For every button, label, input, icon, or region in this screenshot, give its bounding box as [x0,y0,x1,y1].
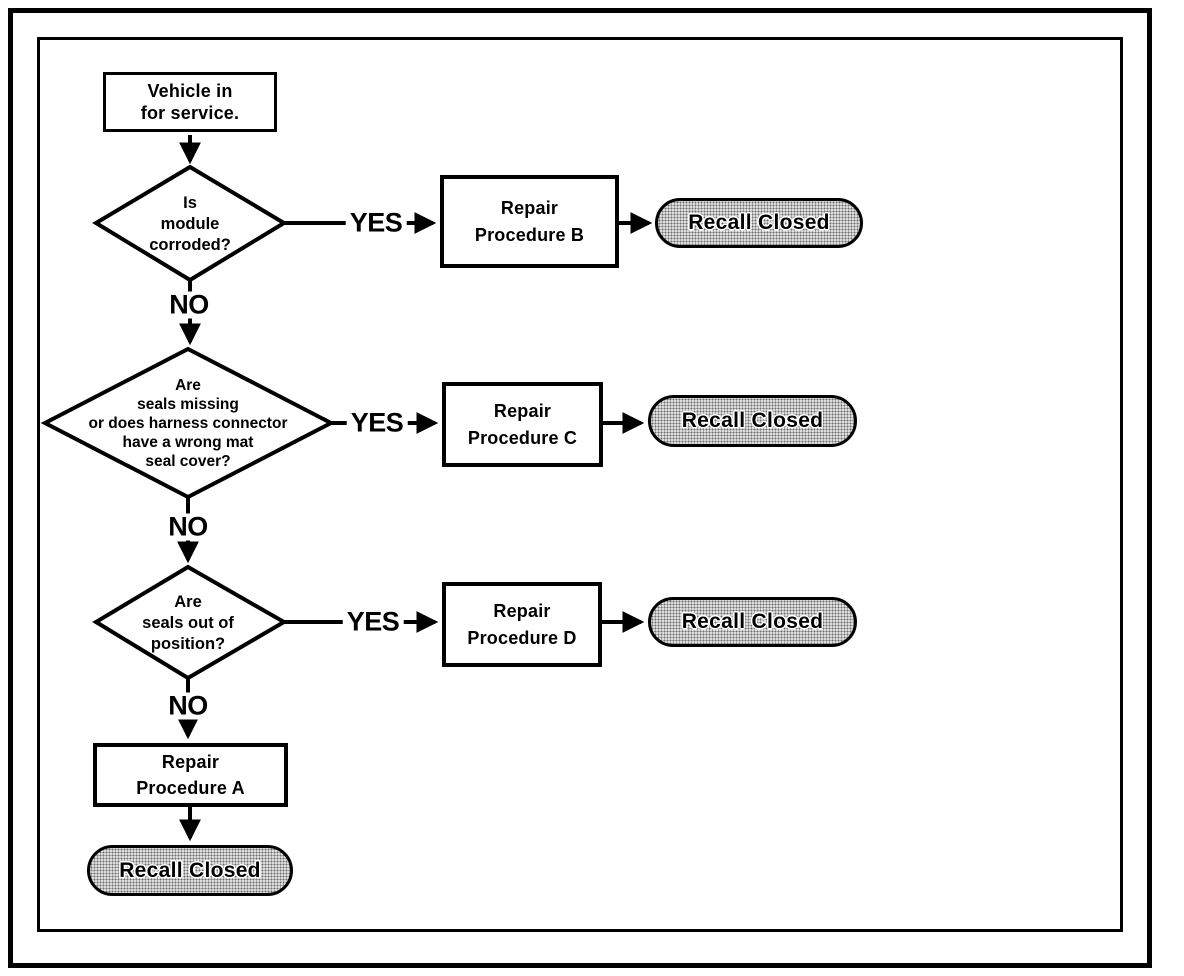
process-b-node: Repair Procedure B [440,175,619,268]
outer-frame [8,8,1152,968]
process-d-node: Repair Procedure D [442,582,602,667]
inner-frame [37,37,1123,932]
decision1-diamond [92,164,288,283]
decision1-no-label: NO [165,291,213,319]
decision2-label: Are seals missing or does harness connec… [88,376,288,470]
decision2-diamond [40,346,336,500]
terminal-a-node: Recall Closed [87,845,293,896]
decision1-yes-label: YES [345,209,407,237]
process-a-node: Repair Procedure A [93,743,288,807]
decision2-no-label: NO [164,513,212,541]
terminal-c-node: Recall Closed [648,395,857,447]
decision1-label: Is module corroded? [149,193,231,254]
start-node: Vehicle in for service. [103,72,277,132]
decision3-label: Are seals out of position? [142,592,234,653]
process-c-node: Repair Procedure C [442,382,603,467]
terminal-d-node: Recall Closed [648,597,857,647]
decision2-yes-label: YES [346,409,408,437]
decision3-diamond [92,564,288,681]
decision3-yes-label: YES [342,608,404,636]
decision3-no-label: NO [164,692,212,720]
terminal-b-node: Recall Closed [655,198,863,248]
